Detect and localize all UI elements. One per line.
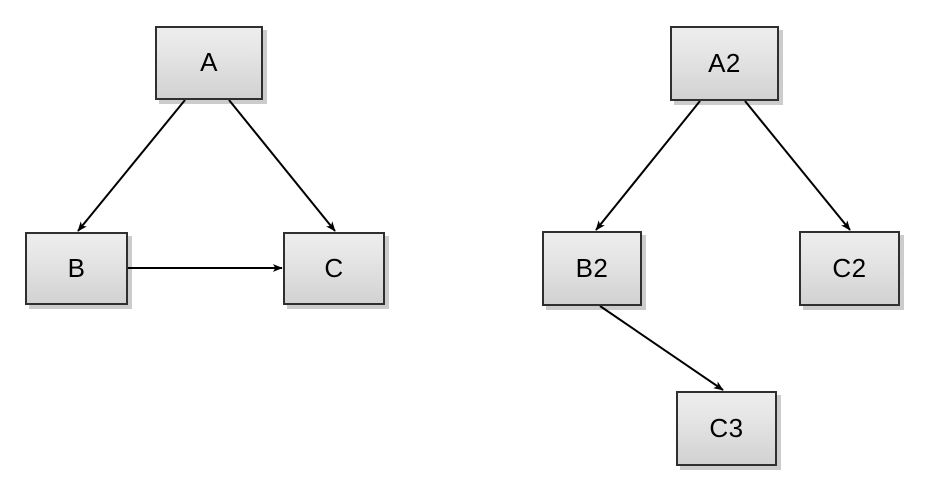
node-label: B2 [575, 252, 609, 283]
node-b[interactable]: B [25, 232, 128, 305]
edge-a-c[interactable] [228, 99, 336, 232]
node-label: C [324, 252, 344, 283]
edge-a2-c2[interactable] [744, 100, 851, 231]
node-c2[interactable]: C2 [799, 231, 900, 306]
node-a2[interactable]: A2 [670, 26, 779, 101]
node-label: A [200, 47, 218, 77]
node-a[interactable]: A [155, 26, 263, 100]
node-label: C3 [709, 412, 744, 443]
node-c[interactable]: C [283, 232, 385, 305]
edge-b2-c3[interactable] [599, 305, 724, 391]
edges-group [77, 99, 851, 391]
node-b2[interactable]: B2 [542, 231, 642, 306]
edge-a2-b2[interactable] [595, 100, 701, 231]
node-label: B [67, 252, 86, 283]
node-c3[interactable]: C3 [676, 391, 777, 466]
node-label: A2 [708, 47, 741, 78]
edge-a-b[interactable] [77, 99, 186, 232]
node-label: C2 [832, 252, 867, 283]
